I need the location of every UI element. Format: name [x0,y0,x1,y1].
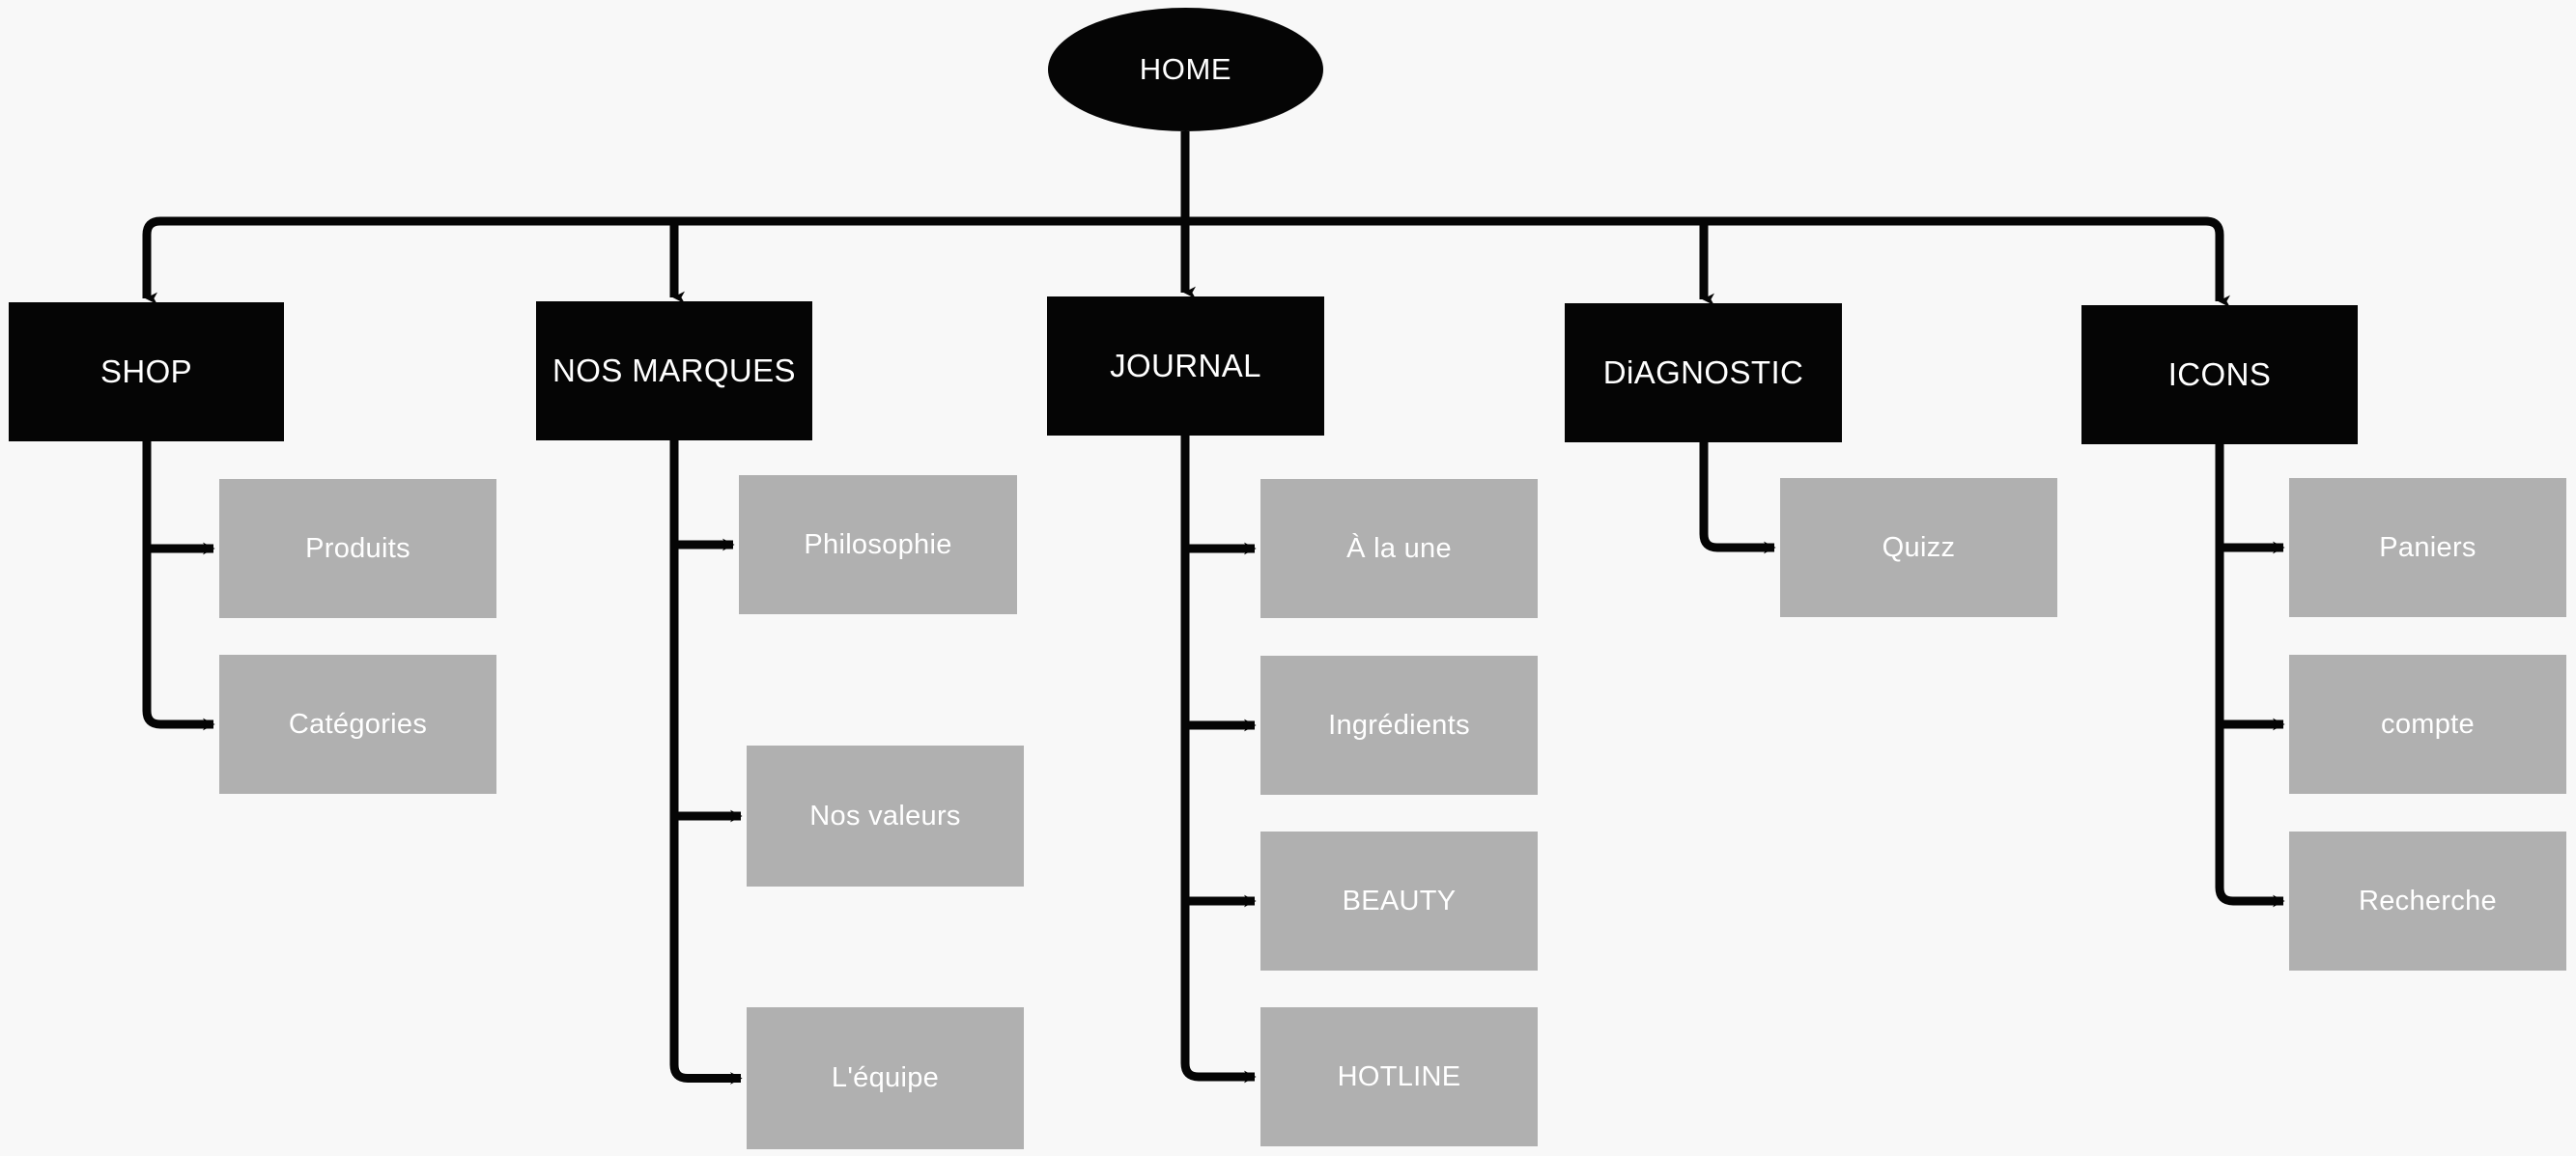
node-home[interactable]: HOME [1048,8,1323,131]
node-journal-child-2[interactable]: BEAUTY [1260,832,1538,971]
node-journal-child-3-label: HOTLINE [1337,1060,1461,1092]
node-nos-marques-child-2[interactable]: L'équipe [747,1007,1024,1149]
node-icons-child-2[interactable]: Recherche [2289,832,2566,971]
node-nos-marques-child-0-label: Philosophie [804,528,952,560]
connector-nos-marques-spine [669,440,743,1085]
node-journal-label: JOURNAL [1110,348,1261,383]
node-shop-child-1[interactable]: Catégories [219,655,496,794]
node-journal-child-0[interactable]: À la une [1260,479,1538,618]
node-journal[interactable]: JOURNAL [1047,296,1324,436]
node-journal-child-1-label: Ingrédients [1328,709,1470,741]
node-shop[interactable]: SHOP [9,302,284,441]
node-shop-child-0-label: Produits [305,532,410,564]
node-nos-marques-child-2-label: L'équipe [831,1062,940,1093]
node-journal-child-3[interactable]: HOTLINE [1260,1007,1538,1146]
node-diagnostic-label: DiAGNOSTIC [1602,354,1804,390]
node-nos-marques[interactable]: NOS MARQUES [536,301,812,440]
node-icons-child-1-label: compte [2381,708,2475,740]
connector-diagnostic-spine [1699,442,1776,554]
node-nos-marques-label: NOS MARQUES [552,352,796,388]
node-shop-child-1-label: Catégories [288,708,428,740]
node-shop-child-0[interactable]: Produits [219,479,496,618]
node-icons[interactable]: ICONS [2081,305,2358,444]
node-home-label: HOME [1139,52,1232,86]
connector-icons-spine [2215,444,2285,908]
node-nos-marques-child-1[interactable]: Nos valeurs [747,746,1024,887]
node-journal-child-0-label: À la une [1346,532,1452,564]
node-icons-child-2-label: Recherche [2359,885,2497,916]
connector-bus-to-icons [2205,216,2230,308]
node-icons-child-0[interactable]: Paniers [2289,478,2566,617]
node-diagnostic-child-0[interactable]: Quizz [1780,478,2057,617]
node-diagnostic-child-0-label: Quizz [1882,531,1956,563]
node-diagnostic[interactable]: DiAGNOSTIC [1565,303,1842,442]
node-icons-label: ICONS [2167,356,2272,392]
connector-bus-to-shop [142,216,161,305]
node-shop-label: SHOP [99,353,193,389]
node-icons-child-1[interactable]: compte [2289,655,2566,794]
connector-shop-spine [142,441,215,731]
node-nos-marques-child-1-label: Nos valeurs [809,800,961,832]
connector-journal-spine [1180,436,1257,1084]
node-nos-marques-child-0[interactable]: Philosophie [739,475,1017,614]
node-icons-child-0-label: Paniers [2379,531,2477,563]
node-journal-child-2-label: BEAUTY [1342,885,1457,916]
node-journal-child-1[interactable]: Ingrédients [1260,656,1538,795]
